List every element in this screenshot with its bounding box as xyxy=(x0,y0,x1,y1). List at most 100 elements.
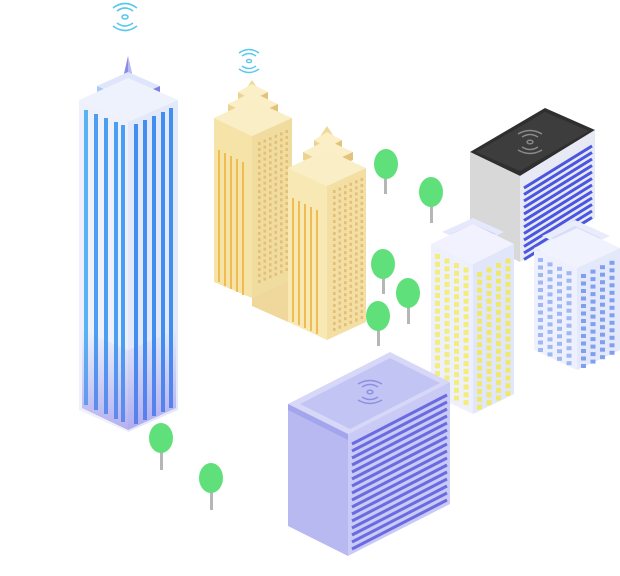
window xyxy=(444,336,450,342)
window xyxy=(355,198,358,202)
window xyxy=(285,232,289,235)
floor-stripe xyxy=(351,428,448,481)
window xyxy=(338,199,342,203)
window xyxy=(477,342,482,348)
window xyxy=(258,262,261,265)
window xyxy=(538,310,543,315)
window xyxy=(463,283,469,289)
window xyxy=(355,180,358,184)
window xyxy=(590,307,596,312)
window xyxy=(263,247,267,251)
tree xyxy=(366,301,390,346)
window xyxy=(333,238,336,241)
window xyxy=(349,182,353,186)
window xyxy=(486,283,492,289)
window xyxy=(258,178,261,181)
window xyxy=(444,281,450,287)
window xyxy=(258,226,261,229)
wireless-signal-icon xyxy=(357,379,383,405)
window xyxy=(435,371,440,376)
window xyxy=(505,391,511,397)
window xyxy=(344,281,347,285)
window xyxy=(344,227,347,231)
window xyxy=(435,316,440,322)
window xyxy=(360,220,364,223)
floor-stripe xyxy=(351,414,448,467)
blue-skyscraper xyxy=(79,2,178,432)
window xyxy=(360,286,364,289)
window xyxy=(547,322,553,327)
window xyxy=(349,314,353,318)
window xyxy=(600,265,605,270)
window xyxy=(258,208,261,211)
window xyxy=(566,278,572,283)
window xyxy=(280,138,283,142)
window xyxy=(590,359,596,364)
window xyxy=(338,307,342,311)
window xyxy=(355,192,358,196)
window xyxy=(258,142,261,145)
floor-stripe xyxy=(523,151,593,196)
window xyxy=(269,275,272,279)
window xyxy=(269,161,272,165)
window xyxy=(280,264,283,268)
window xyxy=(285,160,289,163)
floor-stripe xyxy=(523,190,593,235)
window xyxy=(344,251,347,255)
window xyxy=(477,381,482,387)
window xyxy=(609,335,615,340)
window xyxy=(274,260,278,264)
window xyxy=(344,317,347,321)
window xyxy=(538,303,543,307)
window xyxy=(258,274,261,277)
window xyxy=(454,325,459,331)
window xyxy=(285,220,289,223)
window xyxy=(338,277,342,281)
window xyxy=(285,178,289,181)
window xyxy=(463,267,469,273)
floor-stripe xyxy=(523,183,593,229)
window xyxy=(285,154,289,157)
window xyxy=(338,271,342,275)
window xyxy=(344,245,347,249)
window xyxy=(285,190,289,193)
window xyxy=(360,280,364,283)
window xyxy=(285,136,289,139)
window xyxy=(333,244,336,247)
floor-stripe xyxy=(523,196,593,242)
floor-stripe xyxy=(351,449,448,502)
trees xyxy=(149,149,443,510)
window xyxy=(435,293,440,298)
window xyxy=(496,286,501,292)
window xyxy=(566,293,572,298)
window xyxy=(263,175,267,179)
window xyxy=(505,359,511,365)
window xyxy=(349,278,353,282)
window xyxy=(258,256,261,259)
window xyxy=(463,290,469,296)
window xyxy=(349,206,353,210)
window xyxy=(496,356,501,362)
window xyxy=(477,357,482,363)
window xyxy=(258,232,261,235)
window xyxy=(338,247,342,251)
window xyxy=(557,341,562,346)
window xyxy=(496,309,501,315)
window xyxy=(557,281,562,286)
window xyxy=(566,346,572,351)
window xyxy=(338,253,342,257)
window xyxy=(547,337,553,342)
window xyxy=(505,305,511,311)
window xyxy=(477,396,482,402)
window xyxy=(269,215,272,219)
window xyxy=(274,272,278,276)
window xyxy=(258,202,261,205)
window xyxy=(269,167,272,171)
window xyxy=(280,222,283,226)
window xyxy=(486,337,492,343)
window xyxy=(486,361,492,367)
window xyxy=(496,270,501,276)
window xyxy=(258,220,261,223)
gold-twin-towers xyxy=(214,48,366,340)
